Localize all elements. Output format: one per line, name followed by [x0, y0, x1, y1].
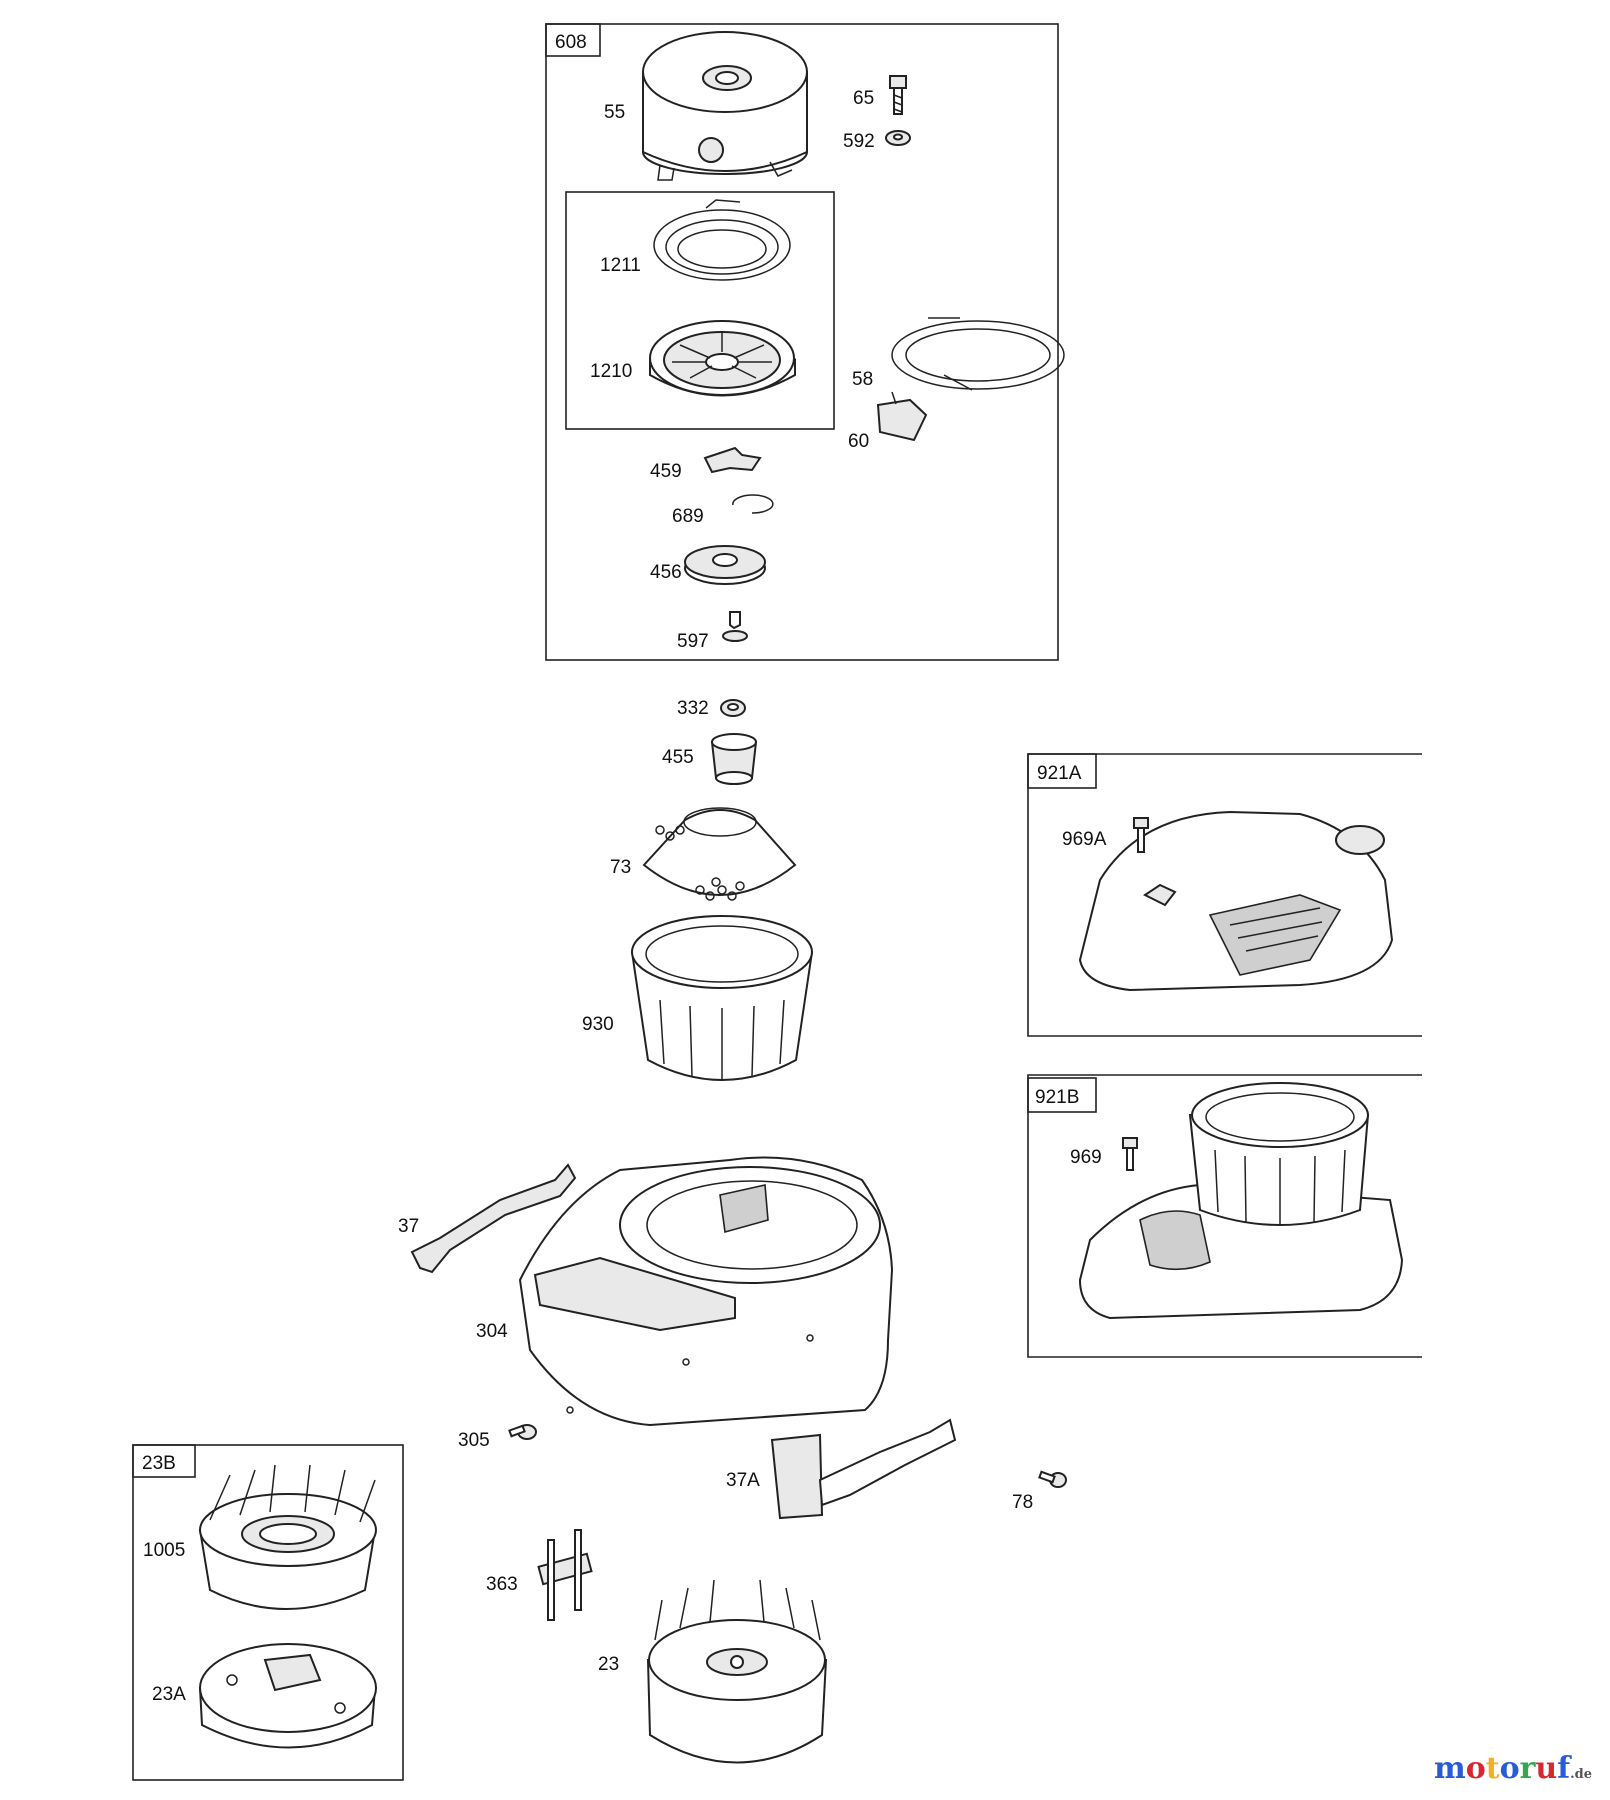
- rewind-spring-1211: [653, 199, 791, 281]
- callout-930: 930: [582, 1014, 614, 1035]
- group-921b-label: 921B: [1035, 1087, 1079, 1108]
- group-921b-frame: 921B: [1027, 1074, 1422, 1358]
- callout-1005: 1005: [143, 1540, 185, 1561]
- watermark-suffix: .de: [1570, 1767, 1592, 1782]
- callout-37a: 37A: [726, 1470, 760, 1491]
- watermark-letter: u: [1535, 1751, 1558, 1786]
- callout-304: 304: [476, 1321, 508, 1342]
- watermark-letter: r: [1519, 1751, 1536, 1786]
- watermark-letter: m: [1433, 1751, 1466, 1786]
- group-23b-frame: 23B: [132, 1444, 404, 1781]
- nut-332: [720, 699, 746, 717]
- retainer-ring-689: [732, 494, 774, 514]
- watermark-letter: t: [1485, 1751, 1500, 1786]
- bolt-65: [889, 75, 907, 115]
- callout-23a: 23A: [152, 1684, 186, 1705]
- screw-305: [508, 1424, 537, 1440]
- engine-cover-921b: [1078, 1082, 1404, 1320]
- baffle-37a: [770, 1418, 957, 1520]
- callout-37: 37: [398, 1216, 419, 1237]
- rope-handle-60: [876, 391, 928, 442]
- group-608-label: 608: [555, 32, 587, 53]
- pulley-1210: [649, 320, 796, 397]
- screw-969: [1122, 1137, 1138, 1171]
- screw-78: [1038, 1470, 1067, 1488]
- callout-78: 78: [1012, 1492, 1033, 1513]
- retainer-456: [684, 545, 766, 585]
- watermark-logo: motoruf.de: [1434, 1751, 1592, 1786]
- group-921a-label: 921A: [1037, 763, 1082, 784]
- starter-housing-55: [642, 31, 808, 181]
- bracket-37: [410, 1163, 577, 1274]
- starter-cup-455: [710, 733, 758, 785]
- watermark-letter: f: [1557, 1751, 1571, 1786]
- pawl-459: [703, 446, 762, 474]
- flywheel-23: [646, 1579, 828, 1764]
- callout-459: 459: [650, 461, 682, 482]
- callout-1210: 1210: [590, 361, 632, 382]
- callout-1211: 1211: [600, 255, 641, 276]
- screw-597: [722, 611, 748, 642]
- watermark-letter: o: [1465, 1751, 1486, 1786]
- callout-65: 65: [853, 88, 874, 109]
- group-921a-frame: 921A: [1027, 753, 1422, 1037]
- callout-73: 73: [610, 857, 631, 878]
- starter-rope-58: [891, 317, 1065, 391]
- inner-spring-pulley-frame: [565, 191, 835, 430]
- callout-23: 23: [598, 1654, 619, 1675]
- callout-305: 305: [458, 1430, 490, 1451]
- callout-969a: 969A: [1062, 829, 1107, 850]
- callout-55: 55: [604, 102, 625, 123]
- armature-363: [537, 1529, 593, 1621]
- callout-597: 597: [677, 631, 709, 652]
- callout-592: 592: [843, 131, 875, 152]
- watermark-letter: o: [1499, 1751, 1520, 1786]
- nut-592: [885, 130, 911, 146]
- callout-689: 689: [672, 506, 704, 527]
- flywheel-23a: [198, 1643, 377, 1749]
- group-23b-label: 23B: [142, 1453, 176, 1474]
- blower-housing-304: [518, 1156, 894, 1427]
- callout-363: 363: [486, 1574, 518, 1595]
- guard-930: [630, 915, 814, 1081]
- callout-60: 60: [848, 431, 869, 452]
- engine-cover-921a: [1078, 810, 1394, 992]
- callout-456: 456: [650, 562, 682, 583]
- screw-969a: [1133, 817, 1149, 853]
- callout-969: 969: [1070, 1147, 1102, 1168]
- fan-1005: [198, 1464, 377, 1610]
- callout-455: 455: [662, 747, 694, 768]
- rotating-screen-73: [642, 807, 797, 901]
- callout-332: 332: [677, 698, 709, 719]
- callout-58: 58: [852, 369, 873, 390]
